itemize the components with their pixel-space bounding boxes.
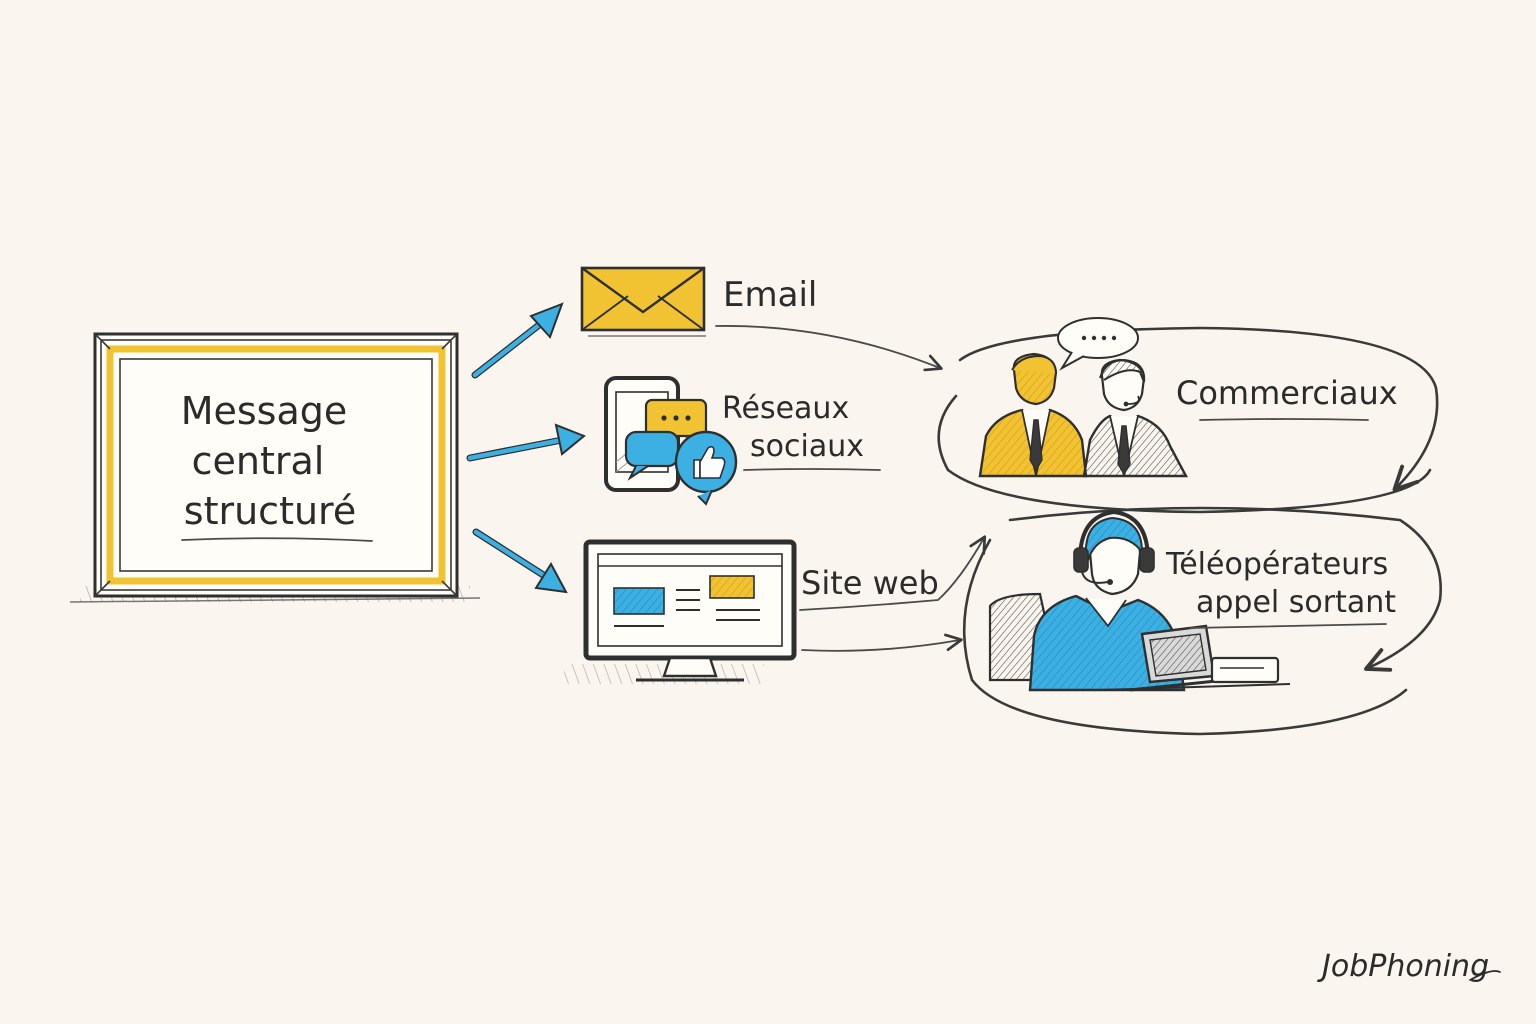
social-underline [743, 468, 881, 471]
central-message-line-2: central [192, 439, 325, 483]
salesman-right-icon [1082, 358, 1188, 478]
sales-group: Commerciaux [937, 317, 1439, 514]
social-channel: Réseaux sociaux [604, 376, 881, 506]
sales-loop-bottom [937, 394, 1432, 514]
arrow-to-email [471, 302, 564, 379]
thumbs-up-icon [674, 430, 738, 506]
envelope-icon [580, 266, 706, 337]
salesman-left-icon [978, 352, 1088, 478]
email-channel: Email [580, 266, 943, 372]
social-label-line-1: Réseaux [722, 391, 849, 426]
email-to-sales-arrow [715, 325, 943, 372]
email-label: Email [723, 275, 817, 315]
teleop-label-line-1: Téléopérateurs [1165, 547, 1388, 582]
teleop-underline [1189, 623, 1387, 629]
monitor-icon [583, 539, 797, 682]
sales-label: Commerciaux [1176, 374, 1398, 412]
central-message-line-3: structuré [184, 489, 356, 533]
desk-laptop-icon [1099, 624, 1291, 692]
sales-loop-top [958, 326, 1439, 492]
web-label: Site web [801, 564, 939, 602]
central-underline [181, 537, 373, 542]
channel-arrows [466, 302, 586, 594]
teleop-group: Téléopérateurs appel sortant [962, 506, 1442, 736]
arrow-to-social [466, 423, 586, 462]
arrow-to-web [472, 528, 568, 594]
web-to-teleop-arrow-upper [799, 535, 987, 611]
operator-icon [988, 509, 1186, 692]
brand-signature: JobPhoning [1317, 949, 1501, 984]
teleop-loop-left [962, 538, 1408, 736]
social-label-line-2: sociaux [750, 429, 864, 464]
speech-bubble-icon [1057, 317, 1139, 371]
central-message-frame: Message central structuré [69, 332, 481, 603]
brand-logo-text: JobPhoning [1317, 949, 1489, 984]
message-bubble-icon [624, 430, 680, 481]
teleop-label-line-2: appel sortant [1196, 585, 1396, 620]
sales-underline [1199, 418, 1369, 421]
central-message-line-1: Message [181, 389, 348, 433]
web-channel: Site web [564, 535, 987, 684]
teleop-loop-right [1008, 506, 1442, 672]
web-to-teleop-arrow-lower [801, 633, 963, 652]
